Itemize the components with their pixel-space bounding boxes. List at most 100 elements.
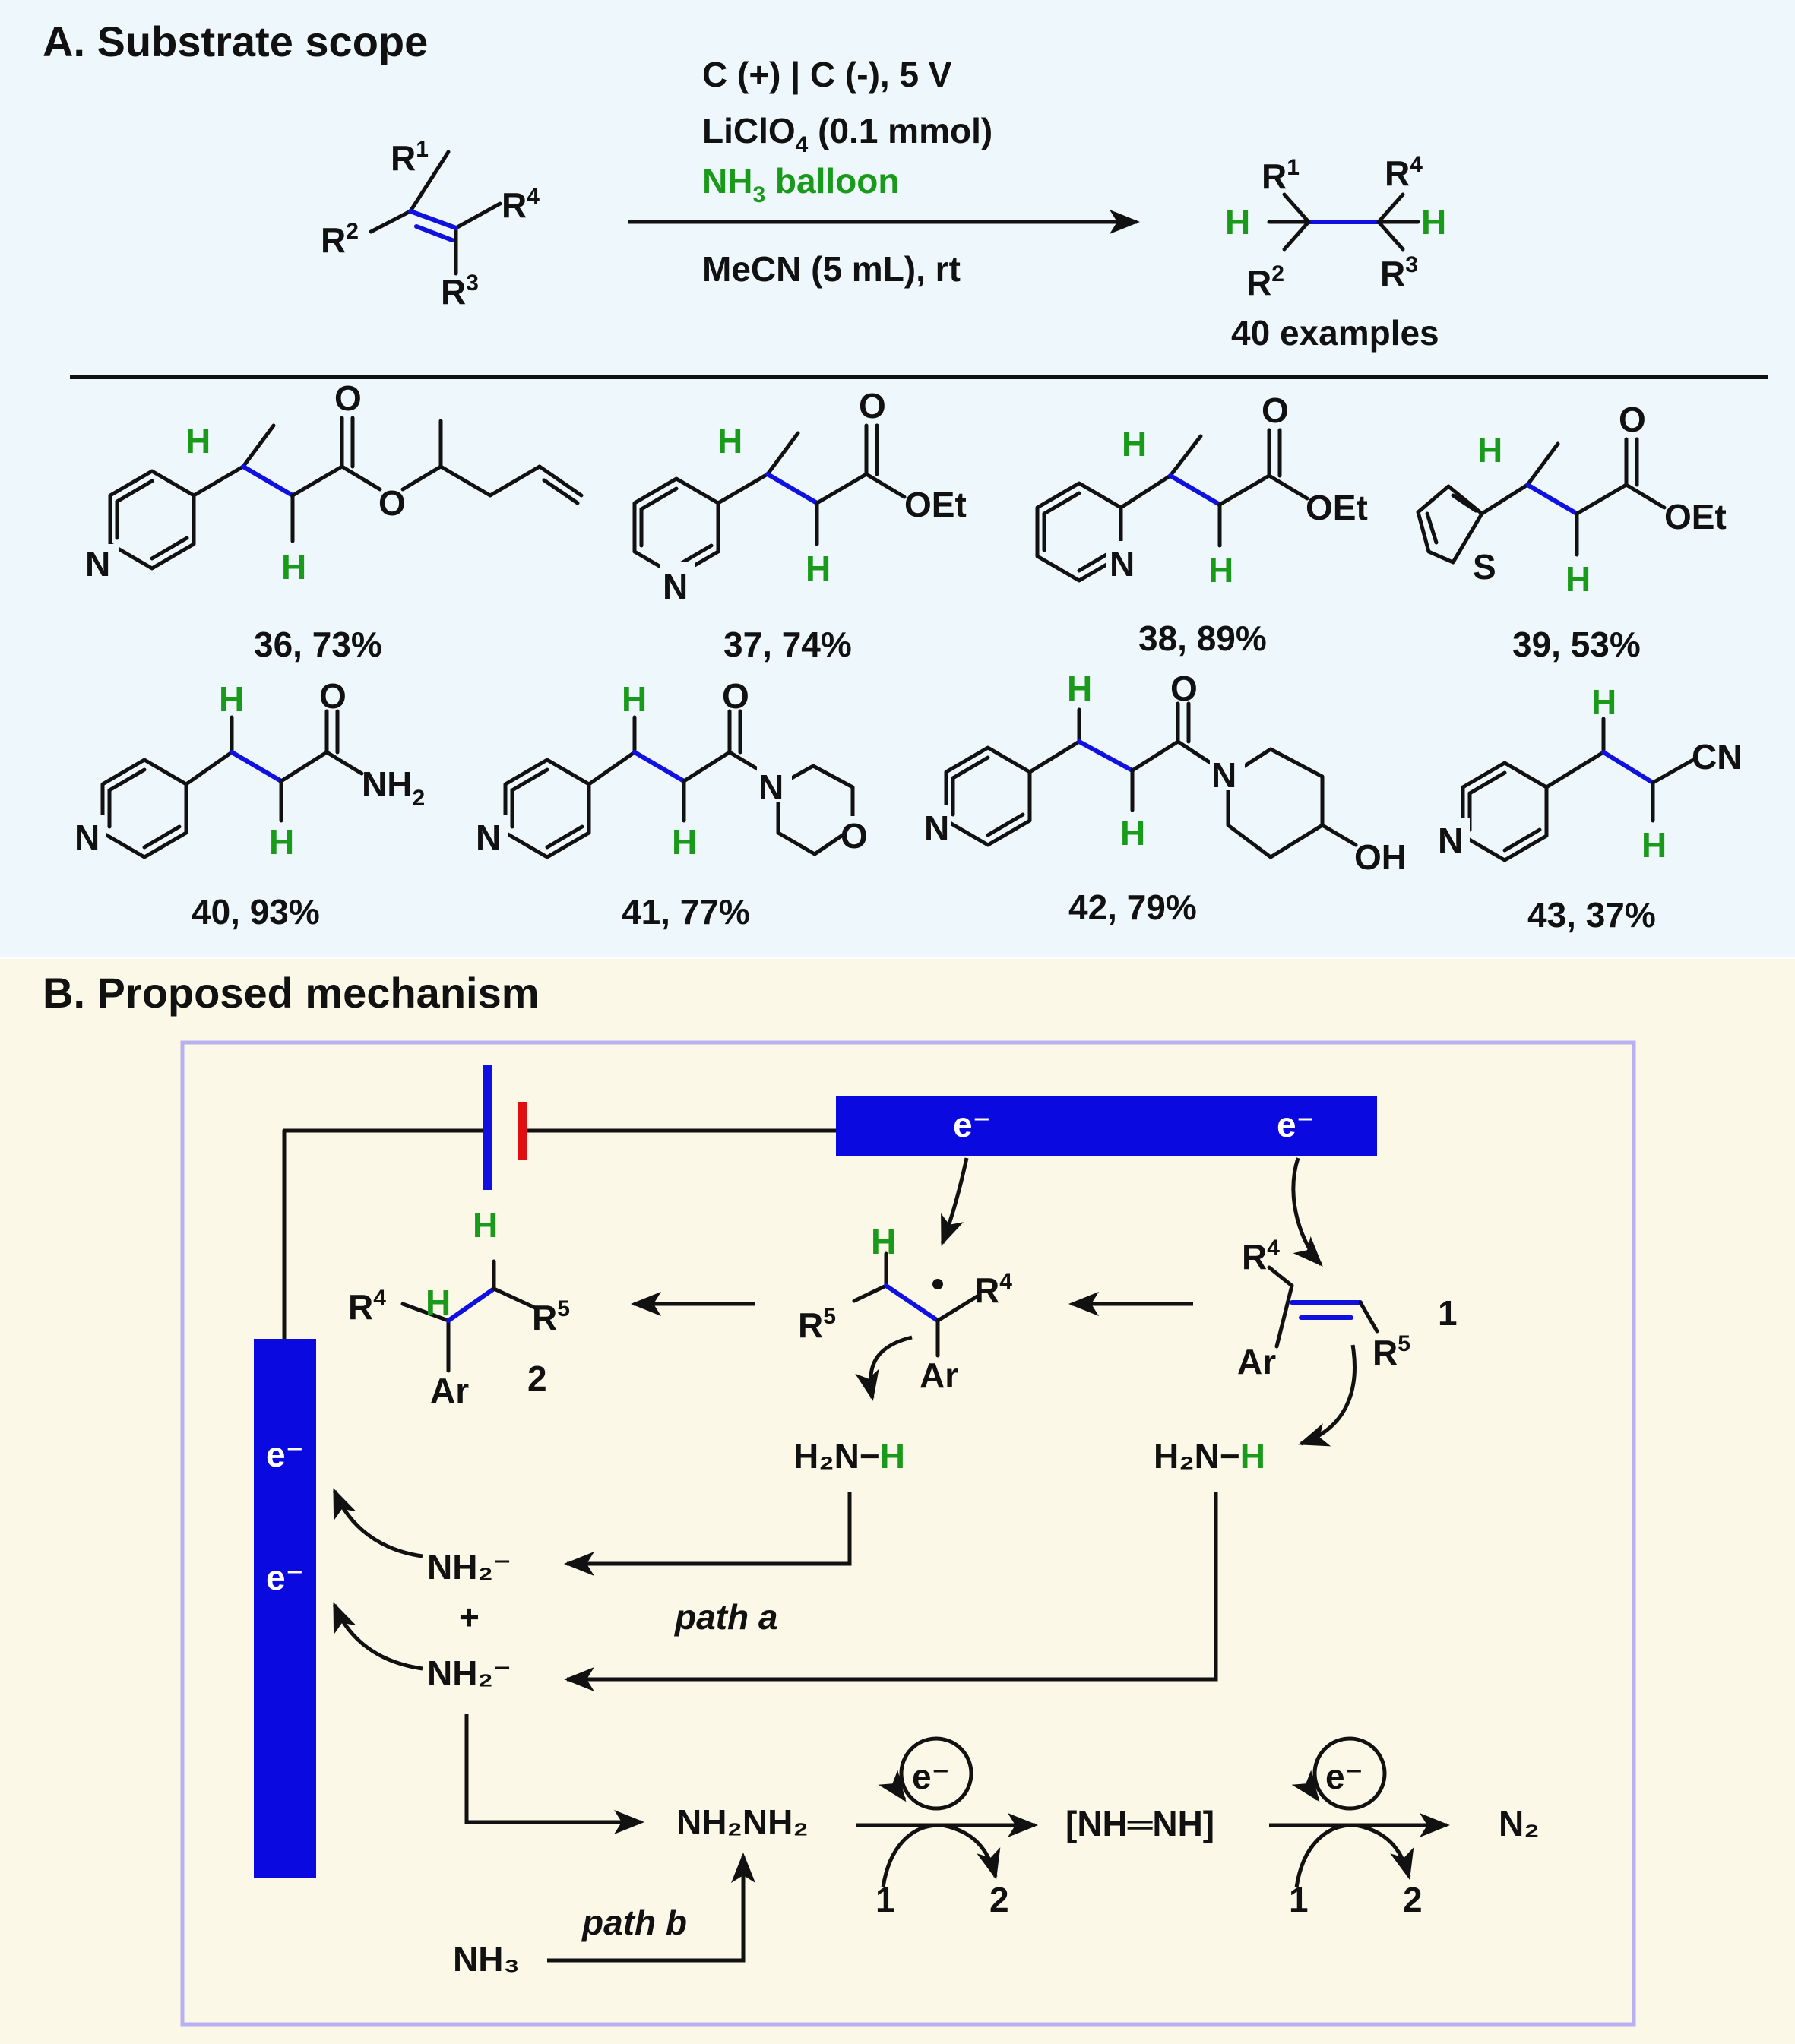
hydrazine: NH₂NH₂ <box>676 1802 809 1842</box>
amide-anion-1: NH₂⁻ <box>427 1547 511 1587</box>
svg-text:1: 1 <box>1438 1293 1458 1333</box>
svg-text:O: O <box>1170 669 1198 708</box>
svg-text:R4: R4 <box>1385 152 1423 193</box>
svg-text:H: H <box>871 1222 896 1261</box>
svg-text:H: H <box>281 547 306 587</box>
plus-sign: + <box>459 1597 480 1637</box>
svg-text:N: N <box>663 567 688 606</box>
svg-text:H: H <box>1067 669 1092 708</box>
svg-text:CN: CN <box>1692 737 1742 777</box>
svg-text:R1: R1 <box>1262 155 1300 196</box>
compound-42-label: 42, 79% <box>1068 888 1197 927</box>
svg-text:H: H <box>1591 682 1616 722</box>
compound-43: N H H CN 43, 37% <box>1438 682 1742 935</box>
svg-text:OEt: OEt <box>1306 488 1368 527</box>
svg-text:R4: R4 <box>348 1286 386 1327</box>
svg-text:O: O <box>722 676 749 716</box>
compound-43-label: 43, 37% <box>1527 895 1656 935</box>
compound-38: N H H O OEt 38, 89% <box>1035 391 1368 658</box>
ammonia-right: H₂N−H <box>1154 1436 1265 1476</box>
svg-text:1: 1 <box>1289 1880 1309 1919</box>
compound-39-label: 39, 53% <box>1512 625 1641 664</box>
svg-text:H: H <box>672 822 697 862</box>
svg-text:Ar: Ar <box>430 1371 469 1410</box>
svg-text:N: N <box>74 818 100 857</box>
svg-text:R5: R5 <box>532 1296 570 1337</box>
svg-text:O: O <box>841 816 868 856</box>
svg-text:R4: R4 <box>1242 1236 1280 1277</box>
left-electrode <box>254 1339 316 1878</box>
svg-text:N: N <box>1110 544 1135 584</box>
svg-text:H: H <box>426 1283 451 1322</box>
svg-text:2: 2 <box>1403 1880 1423 1919</box>
svg-text:H: H <box>185 421 211 460</box>
svg-text:NH2: NH2 <box>362 764 425 811</box>
svg-text:H: H <box>717 421 742 460</box>
svg-text:OEt: OEt <box>904 485 967 524</box>
svg-text:H: H <box>1641 825 1667 865</box>
svg-text:H: H <box>269 822 294 862</box>
svg-text:N: N <box>1211 755 1236 795</box>
alkene-1: R4 Ar R5 1 <box>1237 1236 1458 1381</box>
svg-text:R2: R2 <box>321 219 359 260</box>
compound-36: N H H O O 36, 73% <box>85 378 584 664</box>
svg-text:H: H <box>1421 202 1446 242</box>
svg-text:2: 2 <box>527 1359 547 1398</box>
condition-electrolyte: LiClO4 (0.1 mmol) <box>702 111 992 157</box>
nitrogen-gas: N₂ <box>1499 1804 1540 1843</box>
svg-text:e⁻: e⁻ <box>266 1435 304 1474</box>
compound-39: S H H O OEt 39, 53% <box>1416 400 1727 664</box>
svg-text:OEt: OEt <box>1664 497 1727 536</box>
svg-text:O: O <box>334 378 362 418</box>
svg-text:O: O <box>1262 391 1289 430</box>
condition-electrodes: C (+) | C (-), 5 V <box>702 55 952 94</box>
compound-36-label: 36, 73% <box>254 625 382 664</box>
compound-40-label: 40, 93% <box>192 892 320 932</box>
svg-text:O: O <box>1619 400 1646 439</box>
svg-text:N: N <box>476 818 501 857</box>
examples-count: 40 examples <box>1231 313 1439 353</box>
top-electrode <box>836 1096 1377 1156</box>
svg-text:R4: R4 <box>502 184 540 225</box>
compound-37-label: 37, 74% <box>723 625 852 664</box>
svg-text:H: H <box>1477 430 1502 470</box>
compound-40: N H H O NH2 40, 93% <box>74 676 425 932</box>
svg-text:O: O <box>319 676 347 716</box>
svg-text:e⁻: e⁻ <box>1325 1757 1363 1796</box>
condition-ammonia: NH3 balloon <box>702 161 899 207</box>
svg-text:H: H <box>806 549 831 588</box>
svg-text:R3: R3 <box>1380 252 1418 293</box>
svg-text:O: O <box>859 386 886 426</box>
svg-text:H: H <box>473 1205 498 1245</box>
svg-text:R1: R1 <box>391 137 429 178</box>
compound-37: N H H O OEt 37, 74% <box>632 386 967 664</box>
diazene: [NH═NH] <box>1065 1804 1214 1843</box>
path-b-label: path b <box>581 1903 687 1942</box>
svg-text:H: H <box>1225 202 1250 242</box>
svg-text:e⁻: e⁻ <box>1277 1105 1315 1144</box>
svg-text:Ar: Ar <box>1237 1342 1276 1381</box>
svg-text:2: 2 <box>989 1880 1009 1919</box>
svg-text:1: 1 <box>875 1880 895 1919</box>
compound-41-label: 41, 77% <box>622 892 750 932</box>
svg-text:N: N <box>85 544 110 584</box>
svg-text:e⁻: e⁻ <box>912 1757 950 1796</box>
svg-text:Ar: Ar <box>920 1356 958 1395</box>
svg-text:N: N <box>1438 821 1463 860</box>
compound-38-label: 38, 89% <box>1138 619 1267 658</box>
mechanism-frame <box>180 1040 1636 2027</box>
svg-text:R5: R5 <box>798 1304 836 1345</box>
svg-text:S: S <box>1473 547 1496 587</box>
svg-text:H: H <box>622 679 647 719</box>
svg-text:R4: R4 <box>974 1269 1012 1310</box>
svg-text:R2: R2 <box>1246 261 1284 302</box>
panel-a-background <box>0 0 1795 957</box>
general-alkene: R1 R2 R3 R4 <box>321 137 540 312</box>
general-alkane: R1 H R2 R4 H R3 <box>1225 152 1446 302</box>
ammonia-left: H₂N−H <box>793 1436 905 1476</box>
condition-solvent: MeCN (5 mL), rt <box>702 249 961 289</box>
product-2: H H R4 R5 Ar 2 <box>348 1205 570 1410</box>
svg-text:H: H <box>1120 813 1145 853</box>
ammonia-gas: NH₃ <box>453 1939 520 1979</box>
